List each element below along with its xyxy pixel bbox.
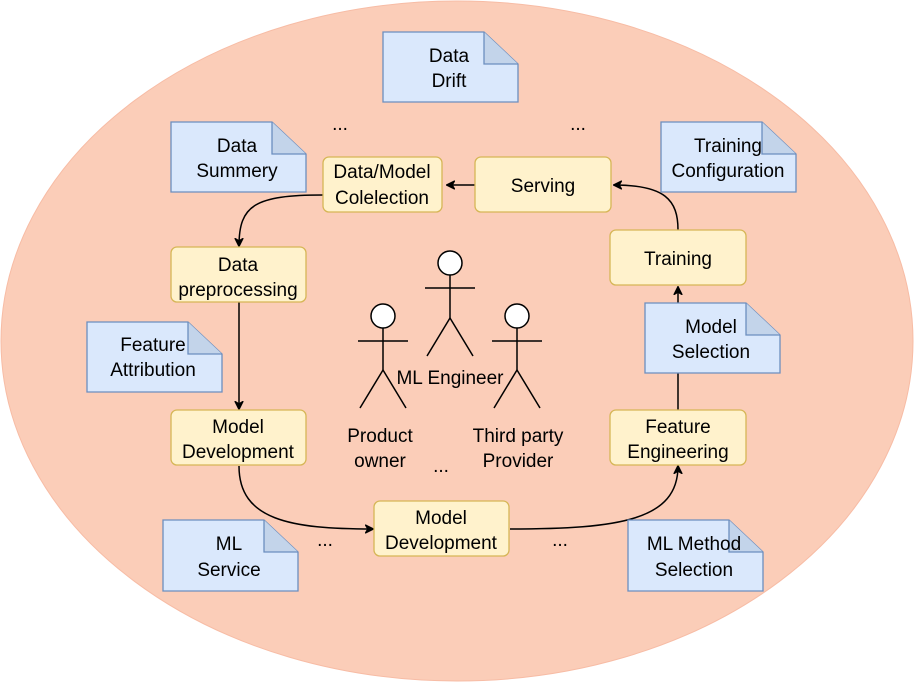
ellipsis-bottom-right: ... bbox=[552, 530, 568, 551]
note-feature-attribution-line1: Feature bbox=[120, 335, 185, 356]
process-collection-line2: Colelection bbox=[335, 188, 429, 209]
actor-ml-engineer-label: ML Engineer bbox=[396, 368, 504, 389]
process-model-dev-bottom-line2: Development bbox=[385, 533, 498, 554]
process-serving-label: Serving bbox=[511, 176, 575, 197]
process-model-dev-left-line2: Development bbox=[182, 442, 295, 463]
svg-text:Training: Training bbox=[644, 249, 712, 270]
edge-training-to-serving bbox=[614, 185, 679, 231]
process-preprocessing-line2: preprocessing bbox=[178, 280, 297, 301]
process-preprocessing-line1: Data bbox=[218, 255, 259, 276]
edge-modeldev-bottom-to-feature bbox=[509, 466, 678, 530]
process-model-dev-bottom-line1: Model bbox=[415, 508, 467, 529]
process-model-dev-left-line1: Model bbox=[212, 417, 264, 438]
svg-text:Serving: Serving bbox=[511, 176, 575, 197]
process-feature-eng-line1: Feature bbox=[645, 417, 710, 438]
actor-product-owner-head bbox=[370, 303, 396, 329]
note-model-selection-line2: Selection bbox=[672, 342, 750, 363]
note-ml-service-line2: Service bbox=[197, 560, 260, 581]
note-model-selection-line1: Model bbox=[685, 317, 737, 338]
note-data-summery-line1: Data bbox=[217, 136, 258, 157]
note-feature-attribution-line2: Attribution bbox=[110, 360, 196, 381]
note-ml-method-line1: ML Method bbox=[647, 534, 741, 555]
ellipsis-top-left: ... bbox=[332, 114, 348, 135]
note-training-config-line1: Training bbox=[694, 136, 762, 157]
note-data-summery-line2: Summery bbox=[196, 161, 278, 182]
ellipsis-bottom-left: ... bbox=[317, 530, 333, 551]
note-ml-service-line1: ML bbox=[216, 534, 242, 555]
process-training[interactable]: Training bbox=[609, 229, 747, 286]
actor-third-party-provider bbox=[492, 303, 542, 409]
actor-third-party-head bbox=[504, 303, 530, 329]
actor-ml-engineer bbox=[425, 250, 475, 357]
note-data-drift-line1: Data bbox=[429, 46, 470, 67]
edge-collection-to-preprocessing bbox=[239, 194, 324, 246]
actor-ml-engineer-head bbox=[437, 250, 463, 276]
process-training-label: Training bbox=[644, 249, 712, 270]
note-data-drift-line2: Drift bbox=[432, 71, 468, 92]
note-ml-method-line2: Selection bbox=[655, 560, 733, 581]
process-collection-line1: Data/Model bbox=[333, 162, 430, 183]
process-serving[interactable]: Serving bbox=[474, 156, 612, 213]
actor-product-owner bbox=[358, 303, 408, 409]
note-training-config-line2: Configuration bbox=[671, 161, 784, 182]
process-feature-eng-line2: Engineering bbox=[627, 442, 728, 463]
process-preprocessing[interactable]: Data preprocessing bbox=[170, 246, 307, 303]
note-ml-service[interactable]: ML Service bbox=[162, 519, 299, 592]
edge-modeldev-to-modeldev-bottom bbox=[238, 465, 373, 529]
ellipsis-center: ... bbox=[433, 456, 449, 477]
ellipsis-top-right: ... bbox=[570, 114, 586, 135]
